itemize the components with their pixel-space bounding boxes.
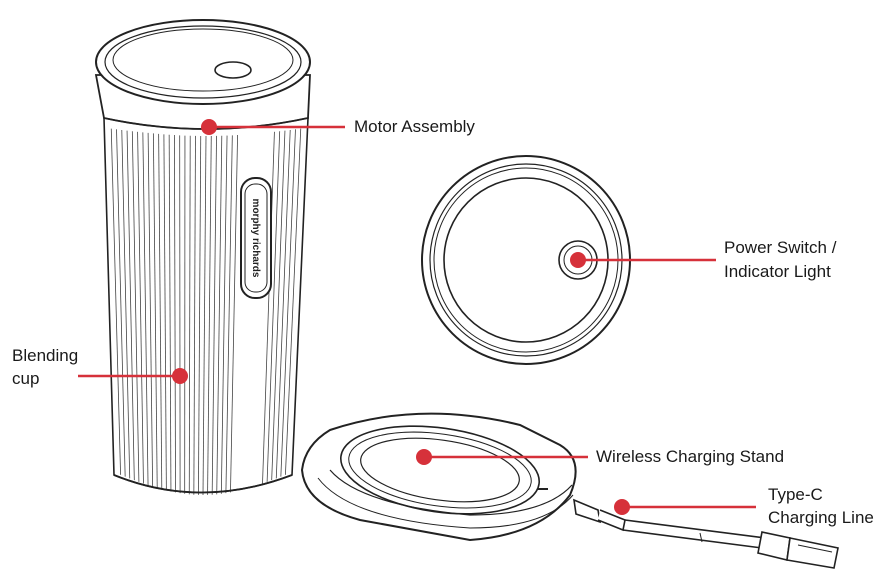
power-callout-dot — [570, 252, 586, 268]
motor-callout-dot — [201, 119, 217, 135]
blender-cup: morphy richards — [96, 20, 310, 495]
brand-badge-text: morphy richards — [250, 199, 261, 278]
usb-plug — [787, 538, 838, 568]
charging-stand — [302, 414, 838, 568]
type-c-label-line1: Type-C — [768, 484, 823, 506]
power-switch-label-line2: Indicator Light — [724, 261, 831, 283]
cup-callout-dot — [172, 368, 188, 384]
motor-assembly-label: Motor Assembly — [354, 116, 475, 138]
blending-cup-label-line1: Blending — [12, 345, 78, 367]
stand-base — [302, 414, 576, 540]
type-c-label-line2: Charging Line — [768, 507, 874, 529]
blending-cup-label-line2: cup — [12, 368, 39, 390]
cable-callout-dot — [614, 499, 630, 515]
power-switch-label-line1: Power Switch / — [724, 237, 836, 259]
charging-stand-label: Wireless Charging Stand — [596, 446, 784, 468]
stand-callout-dot — [416, 449, 432, 465]
